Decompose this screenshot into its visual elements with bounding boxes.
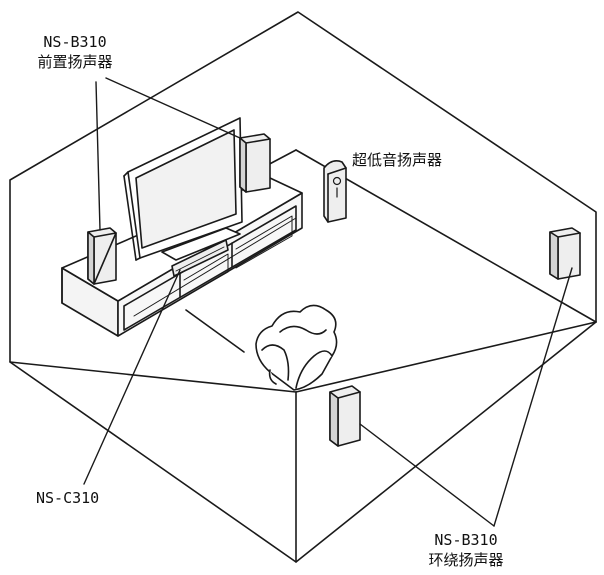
surround-speakers-model: NS-B310 — [434, 531, 498, 549]
front-speakers-model: NS-B310 — [43, 33, 107, 51]
surround-speakers-label: NS-B310 环绕扬声器 — [414, 530, 518, 570]
subwoofer-name: 超低音扬声器 — [352, 151, 443, 169]
front-speakers-name: 前置扬声器 — [37, 53, 113, 71]
surround-speaker-left — [329, 385, 361, 447]
center-speaker-model: NS-C310 — [36, 489, 100, 507]
leader-center — [83, 269, 181, 485]
subwoofer — [323, 160, 347, 223]
front-speaker-left — [87, 227, 117, 285]
armchair — [255, 304, 338, 391]
tv — [123, 117, 243, 261]
front-speakers-label: NS-B310 前置扬声器 — [30, 32, 120, 72]
front-speaker-right — [239, 133, 271, 193]
leader-surround-right — [493, 267, 573, 527]
leader-lines — [83, 77, 573, 527]
subwoofer-label: 超低音扬声器 — [352, 150, 442, 170]
leader-surround-left — [359, 423, 495, 527]
surround-speaker-right — [549, 227, 581, 280]
surround-speakers-name: 环绕扬声器 — [428, 551, 504, 569]
leader-front-left — [95, 81, 101, 231]
leader-front-right — [105, 77, 241, 139]
center-speaker — [171, 239, 229, 277]
center-speaker-label: NS-C310 — [36, 488, 99, 508]
